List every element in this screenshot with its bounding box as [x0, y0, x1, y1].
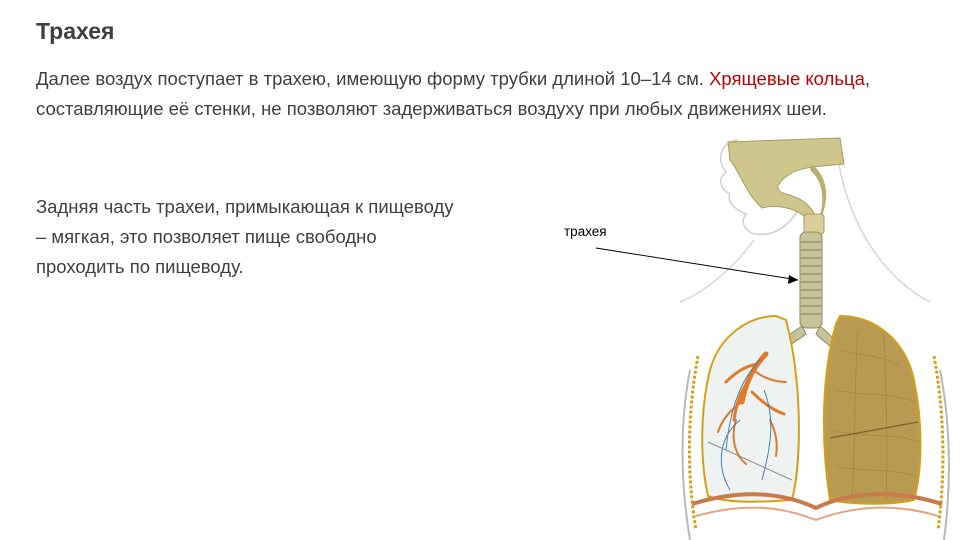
- diaphragm-lower: [695, 506, 939, 522]
- diaphragm: [691, 492, 943, 511]
- pleura-outer-right: [932, 355, 945, 531]
- nasal-cavity: [727, 137, 845, 221]
- lung-texture: [831, 329, 921, 501]
- arrowhead-icon: [788, 275, 798, 284]
- larynx: [803, 213, 825, 235]
- left-lung-dissected: [701, 314, 800, 503]
- intro-paragraph: Далее воздух поступает в трахею, имеющую…: [36, 64, 916, 124]
- chest-wall-outline: [681, 369, 950, 540]
- esophagus-paragraph: Задняя часть трахеи, примыкающая к пищев…: [36, 196, 454, 277]
- neck-front-outline: [679, 239, 755, 303]
- pharynx: [810, 164, 827, 216]
- neck-back-outline: [835, 139, 931, 303]
- slide-title: Трахея: [36, 18, 115, 44]
- bronchial-tree: [717, 351, 787, 465]
- respiratory-system-illustration: [540, 120, 960, 540]
- face-profile-outline: [719, 139, 803, 236]
- intro-text-tail: , составляющие её стенки, не позволяют з…: [36, 68, 871, 119]
- intro-text-lead: Далее воздух поступает в трахею, имеющую…: [36, 68, 710, 89]
- pleura-outer: [687, 355, 700, 531]
- trachea-callout-label: трахея: [564, 224, 607, 239]
- pulmonary-vessels: [720, 359, 772, 491]
- trachea-cartilage-rings: [801, 241, 821, 315]
- right-lung-surface: [822, 314, 922, 505]
- trachea-callout-arrow: [595, 247, 799, 281]
- cartilage-rings-highlight: Хрящевые кольца: [709, 68, 865, 89]
- left-lung-fissure: [707, 441, 793, 481]
- right-lung-fissure: [829, 421, 919, 439]
- trachea-tube: [799, 231, 823, 329]
- respiratory-system-drawing: [595, 137, 950, 540]
